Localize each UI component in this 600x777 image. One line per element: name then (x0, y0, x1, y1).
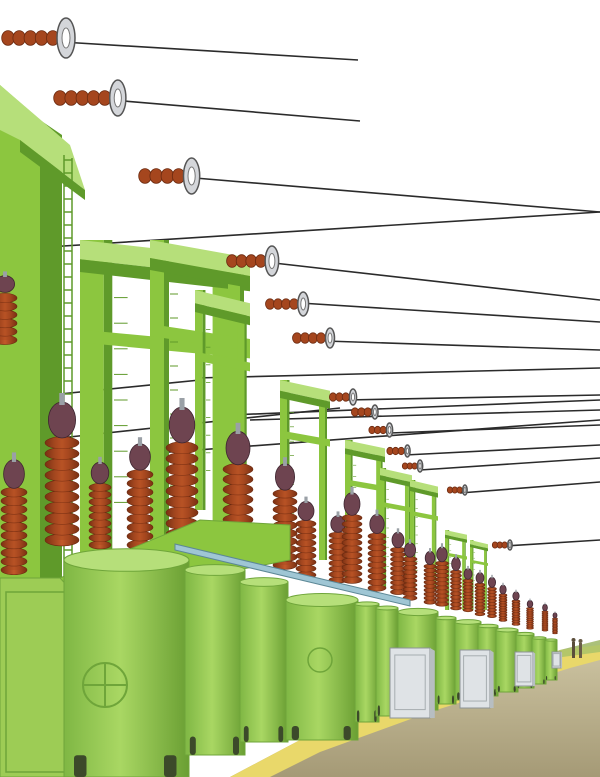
bushing-icon (552, 611, 558, 635)
control-cabinet-icon (551, 651, 563, 669)
insulator-string-icon (401, 459, 424, 473)
wire (389, 424, 600, 434)
bushing-icon (450, 554, 462, 611)
bushing-icon (88, 456, 112, 550)
bushing-icon (328, 511, 348, 584)
wire (299, 302, 600, 323)
insulator-string-icon (491, 539, 513, 551)
insulator-string-icon (292, 327, 336, 349)
wire (264, 261, 600, 301)
bushing-icon (498, 582, 508, 622)
bushing-icon (423, 548, 437, 605)
wire (324, 340, 600, 351)
wire (249, 409, 600, 421)
insulator-string-icon (368, 422, 394, 438)
bushing-icon (367, 509, 387, 592)
bushing-icon (390, 528, 406, 595)
circuit-breaker-tank-icon (239, 577, 289, 743)
wire (194, 177, 600, 213)
control-cabinets (389, 647, 563, 719)
control-cabinet-icon (459, 649, 494, 709)
insulator-string-icon (1, 17, 76, 59)
wire (504, 539, 600, 547)
wire (404, 444, 600, 456)
bushing-icon (435, 543, 449, 607)
insulator-string-icon (138, 157, 201, 195)
insulator-strings (1, 17, 513, 551)
bushing-icon (526, 598, 534, 630)
wire (344, 394, 600, 401)
wire (194, 367, 600, 379)
insulator-string-icon (265, 291, 310, 317)
wire (129, 419, 600, 456)
control-cabinet-icon (514, 651, 536, 687)
circuit-breaker-tank-icon (354, 601, 380, 723)
circuit-breaker-tank-icon (495, 627, 519, 693)
insulator-string-icon (328, 388, 358, 406)
bushing-icon (126, 437, 154, 551)
bushing-icon (474, 569, 486, 617)
bushing-icon (44, 393, 80, 547)
insulator-string-icon (386, 444, 411, 458)
bushing-icon (511, 589, 521, 626)
insulator-string-icon (446, 484, 468, 496)
bushing-icon (295, 496, 317, 579)
bushing-icon (0, 271, 18, 345)
bushing-icon (0, 452, 28, 576)
lattice-tower-icon (195, 290, 250, 510)
bushing-icon (541, 602, 549, 632)
bushing-icon (341, 486, 363, 584)
bushing-icon (487, 574, 497, 618)
bushing-icon (462, 565, 474, 613)
wire (111, 99, 361, 122)
insulator-string-icon (350, 404, 379, 420)
person-silhouette-icon (571, 638, 583, 658)
pipe (174, 543, 411, 607)
control-cabinet-icon (389, 647, 435, 719)
circuit-breaker-tank-icon (285, 593, 359, 741)
wire (419, 457, 600, 471)
circuit-breaker-tank-icon (63, 548, 190, 777)
bushing-icon (402, 539, 418, 601)
wire (459, 481, 600, 494)
circuit-breaker-tank-icon (435, 615, 457, 705)
insulator-string-icon (226, 245, 280, 277)
bushings (0, 271, 558, 635)
circuit-breaker-tank-icon (184, 564, 246, 756)
insulator-string-icon (53, 79, 127, 117)
wire (61, 41, 359, 61)
lattice-tower-icon (410, 480, 438, 590)
